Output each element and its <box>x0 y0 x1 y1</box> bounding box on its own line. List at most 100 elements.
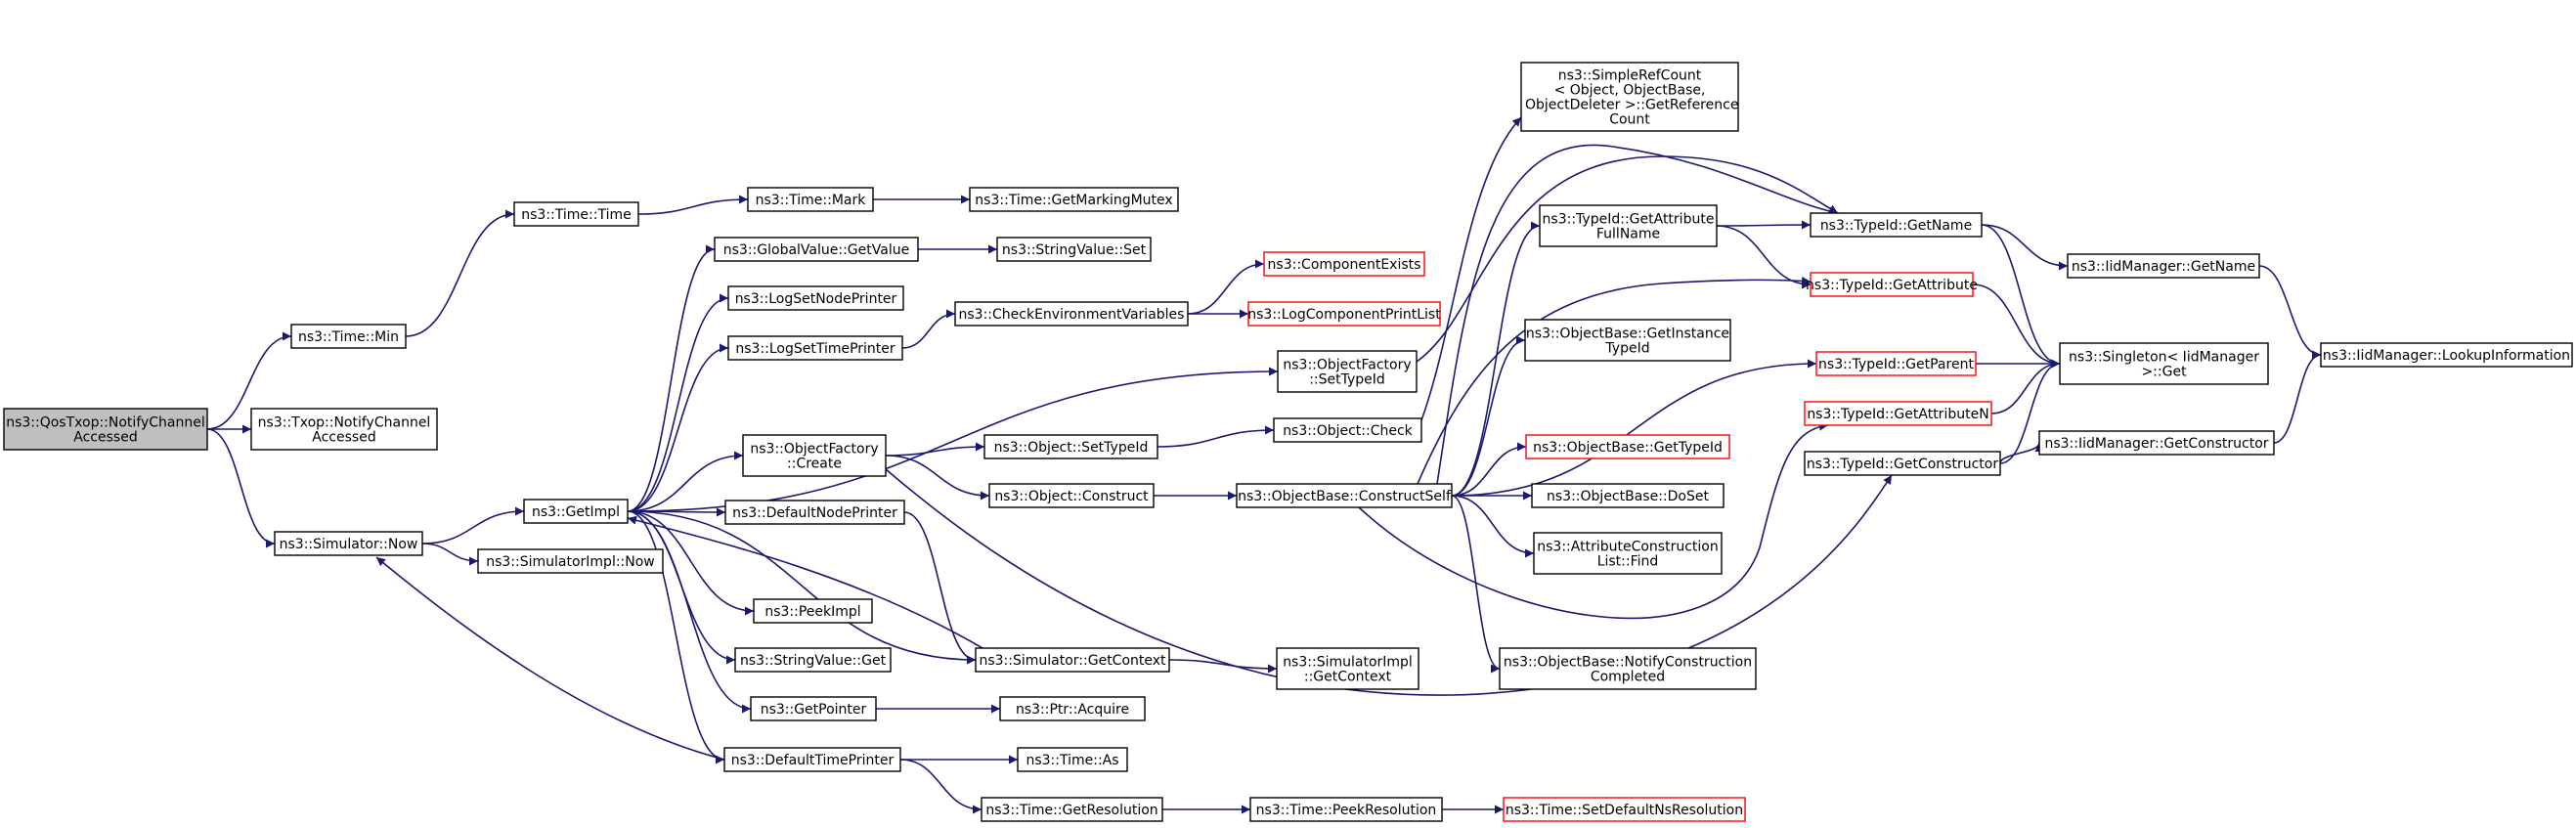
node-obj-construct[interactable]: ns3::Object::Construct <box>988 483 1155 508</box>
edge-getimpl-to-peekimpl <box>627 510 755 616</box>
node-box <box>1539 204 1718 247</box>
node-label: ns3::Time::GetResolution <box>985 803 1157 818</box>
node-time-getmarkingmutex[interactable]: ns3::Time::GetMarkingMutex <box>969 187 1179 212</box>
node-sv-set[interactable]: ns3::StringValue::Set <box>996 237 1152 262</box>
node-tid-getname[interactable]: ns3::TypeId::GetName <box>1810 212 1983 238</box>
edge-iidm_getname-to-iidm_lookupinformation <box>2258 265 2322 360</box>
node-sim-now[interactable]: ns3::Simulator::Now <box>274 531 423 556</box>
node-logsettimeprinter[interactable]: ns3::LogSetTimePrinter <box>727 335 903 361</box>
node-logsetnodeprinter[interactable]: ns3::LogSetNodePrinter <box>727 285 904 311</box>
node-box <box>2067 253 2260 279</box>
node-label-line: ns3::ObjectBase::GetTypeId <box>1533 440 1723 456</box>
node-time-time[interactable]: ns3::Time::Time <box>513 201 639 227</box>
node-iidm-getconstructor[interactable]: ns3::IidManager::GetConstructor <box>2038 430 2275 456</box>
node-box <box>983 434 1158 459</box>
node-label: ns3::Object::Construct <box>994 489 1149 504</box>
node-box <box>3 408 208 451</box>
node-gv-getvalue[interactable]: ns3::GlobalValue::GetValue <box>714 237 919 262</box>
node-of-settypeid[interactable]: ns3::ObjectFactory::SetTypeId <box>1277 350 1418 393</box>
node-label-line: ns3::ObjectFactory <box>750 442 878 458</box>
edge-tid_getconstructor-to-iidm_getconstructor <box>1999 442 2044 464</box>
node-label: ns3::ObjectBase::ConstructSelf <box>1238 489 1452 504</box>
node-ob-constructself[interactable]: ns3::ObjectBase::ConstructSelf <box>1236 483 1453 508</box>
node-simimpl-now[interactable]: ns3::SimulatorImpl::Now <box>477 548 664 574</box>
node-box <box>523 499 629 524</box>
node-time-mark[interactable]: ns3::Time::Mark <box>747 187 874 212</box>
node-label: ns3::StringValue::Set <box>1002 242 1147 258</box>
node-label-line: ns3::ObjectBase::DoSet <box>1547 489 1709 504</box>
node-defaulttimeprinter[interactable]: ns3::DefaultTimePrinter <box>723 747 901 772</box>
node-time-as[interactable]: ns3::Time::As <box>1017 747 1128 772</box>
edge-tid_getname-to-iidm_getname <box>1981 224 2069 271</box>
node-label: ns3::Simulator::GetContext <box>979 653 1166 669</box>
node-time-getresolution[interactable]: ns3::Time::GetResolution <box>981 797 1163 822</box>
node-time-peekresolution[interactable]: ns3::Time::PeekResolution <box>1249 797 1443 822</box>
node-box <box>753 598 873 624</box>
node-ob-gettypeid[interactable]: ns3::ObjectBase::GetTypeId <box>1525 434 1730 459</box>
node-label-line: ns3::StringValue::Set <box>1002 242 1147 258</box>
node-logcomponentprintlist[interactable]: ns3::LogComponentPrintList <box>1247 301 1441 327</box>
node-tid-getattribute[interactable]: ns3::TypeId::GetAttribute <box>1806 272 1978 297</box>
node-sv-get[interactable]: ns3::StringValue::Get <box>734 647 892 673</box>
node-box <box>1249 797 1443 822</box>
node-label-line: ns3::PeekImpl <box>764 604 860 620</box>
node-iidm-lookupinformation[interactable]: ns3::IidManager::LookupInformation <box>2320 342 2573 368</box>
node-box <box>996 237 1152 262</box>
node-iidm-getname[interactable]: ns3::IidManager::GetName <box>2067 253 2260 279</box>
node-box <box>988 483 1155 508</box>
node-of-create[interactable]: ns3::ObjectFactory::Create <box>742 434 887 477</box>
node-simplerefcount[interactable]: ns3::SimpleRefCount< Object, ObjectBase,… <box>1520 62 1739 132</box>
node-sim-getcontext[interactable]: ns3::Simulator::GetContext <box>975 647 1170 673</box>
node-componentexists[interactable]: ns3::ComponentExists <box>1263 251 1425 277</box>
node-checkenv[interactable]: ns3::CheckEnvironmentVariables <box>954 301 1189 327</box>
node-box <box>1263 251 1425 277</box>
node-label-line: ns3::LogSetNodePrinter <box>735 291 897 307</box>
node-label-line: ns3::Object::Construct <box>994 489 1149 504</box>
node-peekimpl[interactable]: ns3::PeekImpl <box>753 598 873 624</box>
node-ob-doset[interactable]: ns3::ObjectBase::DoSet <box>1531 483 1725 508</box>
node-label-line: < Object, ObjectBase, <box>1554 83 1706 99</box>
node-singleton-get[interactable]: ns3::Singleton< IidManager>::Get <box>2059 342 2269 385</box>
node-box <box>750 696 877 721</box>
node-label-line: ns3::Time::Time <box>521 207 631 223</box>
node-time-setdefaultnsresolution[interactable]: ns3::Time::SetDefaultNsResolution <box>1503 797 1746 822</box>
node-box <box>1810 272 1974 297</box>
node-obj-settypeid[interactable]: ns3::Object::SetTypeId <box>983 434 1158 459</box>
node-label: ns3::SimpleRefCount< Object, ObjectBase,… <box>1521 68 1739 128</box>
edge-obj_check-to-simplerefcount <box>1420 116 1522 421</box>
node-tid-getparent[interactable]: ns3::TypeId::GetParent <box>1815 351 1977 376</box>
node-label-line: Count <box>1609 112 1650 128</box>
node-label: ns3::TypeId::GetAttribute <box>1806 278 1978 293</box>
node-tid-getattributen[interactable]: ns3::TypeId::GetAttributeN <box>1804 401 1992 426</box>
node-box <box>1804 451 2001 476</box>
edge-getimpl-to-of_create <box>627 451 744 512</box>
node-obj-check[interactable]: ns3::Object::Check <box>1273 417 1422 443</box>
node-defaultnodeprinter[interactable]: ns3::DefaultNodePrinter <box>724 500 905 525</box>
node-label-line: ns3::ComponentExists <box>1268 257 1421 273</box>
node-getimpl[interactable]: ns3::GetImpl <box>523 499 629 524</box>
edge-iidm_getconstructor-to-iidm_lookupinformation <box>2273 350 2322 444</box>
node-label: ns3::LogSetNodePrinter <box>735 291 897 307</box>
edge-getimpl-to-sim_getcontext <box>627 510 977 665</box>
edge-of_create-to-obj_settypeid <box>885 442 985 457</box>
node-label-line: List::Find <box>1597 554 1659 570</box>
node-label-line: ns3::Time::GetResolution <box>985 803 1157 818</box>
edge-time_min-to-time_time <box>405 209 515 337</box>
node-label: ns3::DefaultNodePrinter <box>732 505 897 521</box>
node-box <box>477 548 664 574</box>
node-simimpl-getcontext[interactable]: ns3::SimulatorImpl::GetContext <box>1276 647 1419 690</box>
node-getpointer[interactable]: ns3::GetPointer <box>750 696 877 721</box>
node-tid-getconstructor[interactable]: ns3::TypeId::GetConstructor <box>1804 451 2001 476</box>
node-time-min[interactable]: ns3::Time::Min <box>290 324 407 349</box>
edge-getimpl-to-getpointer <box>627 510 752 714</box>
node-ptr-acquire[interactable]: ns3::Ptr::Acquire <box>999 696 1146 721</box>
